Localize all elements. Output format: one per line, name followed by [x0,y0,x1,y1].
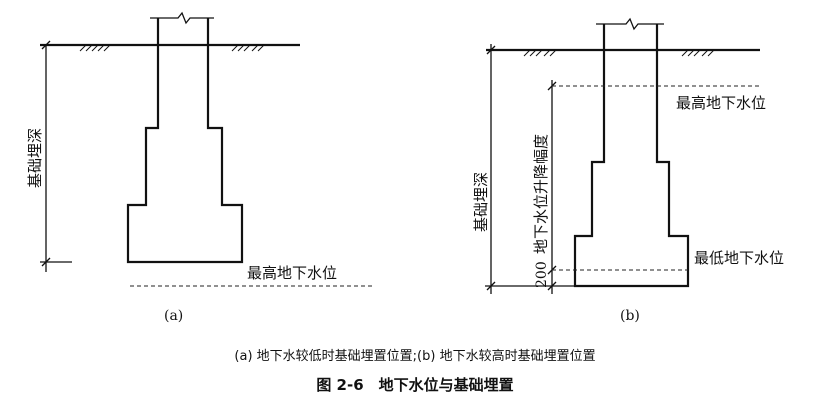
tick-top-a [41,40,51,50]
foundation-b [573,24,690,288]
depth-label-a: 基础埋深 [26,128,44,188]
foundation-a [126,18,244,264]
high-water-label-b: 最高地下水位 [676,94,766,112]
caption-line-1: (a) 地下水较低时基础埋置位置;(b) 地下水较高时基础埋置位置 [234,348,595,364]
caption-line-2: 图 2-6 地下水位与基础埋置 [316,376,513,394]
depth-label-b: 基础埋深 [472,172,490,232]
ground-hatch-b-right [681,49,715,57]
ground-hatch-b-left [523,49,557,57]
panel-label-b: (b) [620,308,640,324]
dim-value-b: 200 [534,261,550,288]
fluct-label-b: 地下水位升降幅度 [532,134,550,254]
tick-base-b [547,281,557,291]
diagram-b: 基础埋深 地下水位升降幅度 200 最高地下水位 最低地下水位 (b) [472,17,784,324]
ground-hatch-a-right [231,44,265,52]
tick-top-b [486,45,496,55]
ground-hatch-a-left [79,44,111,52]
panel-label-a: (a) [164,308,183,324]
break-line-b [596,17,664,31]
low-water-label-b: 最低地下水位 [694,249,784,267]
tick-bottom-a [41,257,51,267]
break-line-a [150,11,214,25]
diagram-a: 基础埋深 最高地下水位 (a) [26,11,372,324]
water-label-a: 最高地下水位 [247,264,337,282]
